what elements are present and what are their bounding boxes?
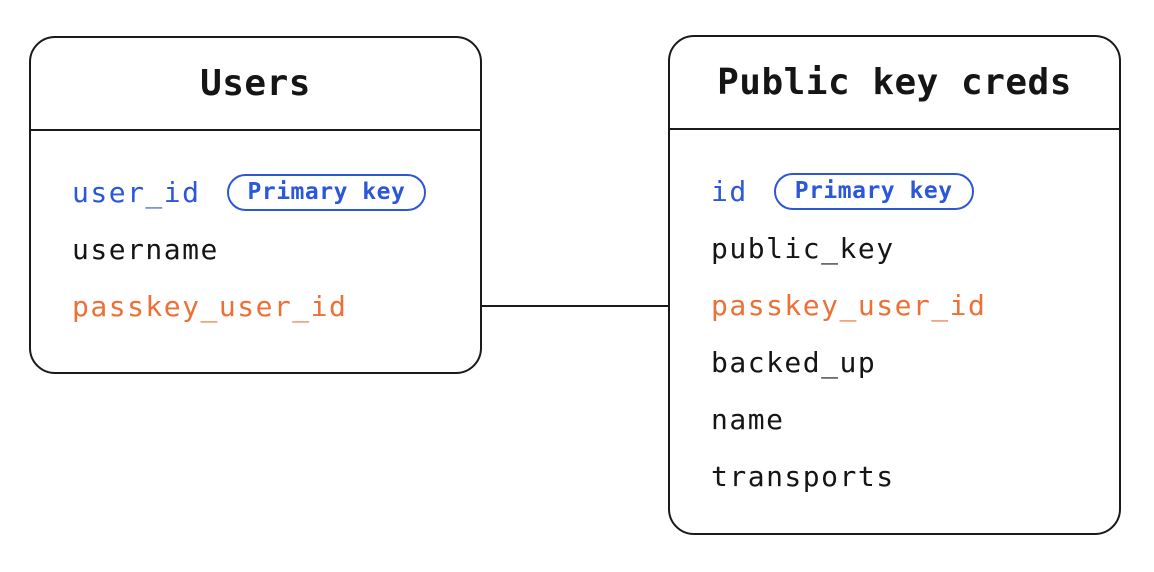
field-row: user_id Primary key — [72, 173, 464, 211]
field-row: passkey_user_id — [72, 287, 464, 325]
field-name: name — [711, 402, 785, 436]
field-row: username — [72, 230, 464, 268]
users-table-title: Users — [200, 63, 311, 104]
field-row: id Primary key — [711, 172, 1103, 210]
primary-key-badge: Primary key — [226, 173, 427, 211]
relationship-connector-line — [480, 305, 670, 307]
field-row: transports — [711, 457, 1103, 495]
field-row: name — [711, 400, 1103, 438]
field-name: public_key — [711, 231, 895, 265]
field-name: backed_up — [711, 345, 877, 379]
field-name: passkey_user_id — [72, 289, 348, 323]
field-name: passkey_user_id — [711, 288, 987, 322]
users-table-header: Users — [31, 38, 480, 131]
field-name: id — [711, 174, 748, 208]
public-key-creds-table-title: Public key creds — [717, 62, 1072, 103]
primary-key-badge: Primary key — [773, 172, 974, 210]
public-key-creds-table: Public key creds id Primary key public_key… — [668, 35, 1121, 535]
field-row: public_key — [711, 229, 1103, 267]
field-name: transports — [711, 459, 895, 493]
field-row: passkey_user_id — [711, 286, 1103, 324]
field-row: backed_up — [711, 343, 1103, 381]
field-name: user_id — [72, 175, 201, 209]
public-key-creds-table-header: Public key creds — [670, 37, 1119, 130]
field-name: username — [72, 232, 219, 266]
